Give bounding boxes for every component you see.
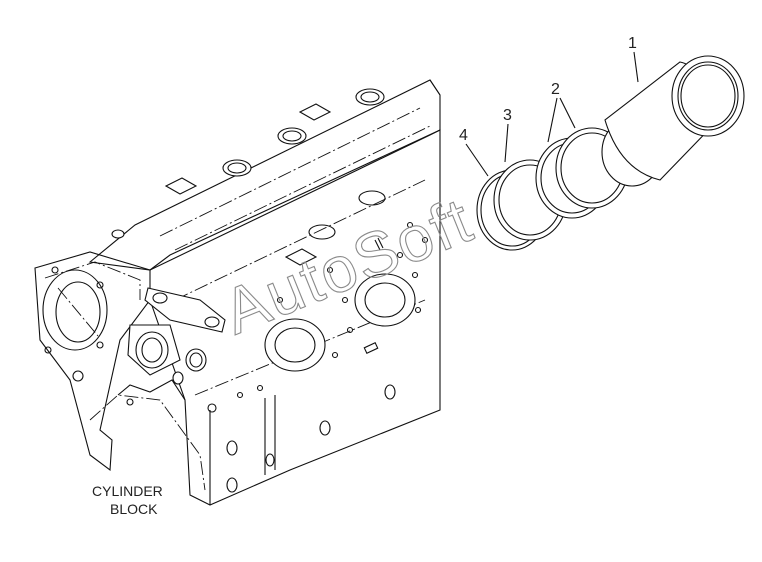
callout-4: 4 bbox=[459, 127, 468, 144]
cylinder-block-label-line1: CYLINDER bbox=[92, 483, 163, 499]
cylinder-block bbox=[34, 79, 441, 506]
cylinder-liner bbox=[601, 55, 745, 187]
callout-1: 1 bbox=[628, 35, 637, 52]
autosoft-watermark: AutoSoft bbox=[213, 183, 482, 348]
callout-2: 2 bbox=[551, 81, 560, 98]
cylinder-block-label-line2: BLOCK bbox=[110, 501, 158, 517]
callout-3: 3 bbox=[503, 107, 512, 124]
leader-lines bbox=[465, 51, 639, 177]
